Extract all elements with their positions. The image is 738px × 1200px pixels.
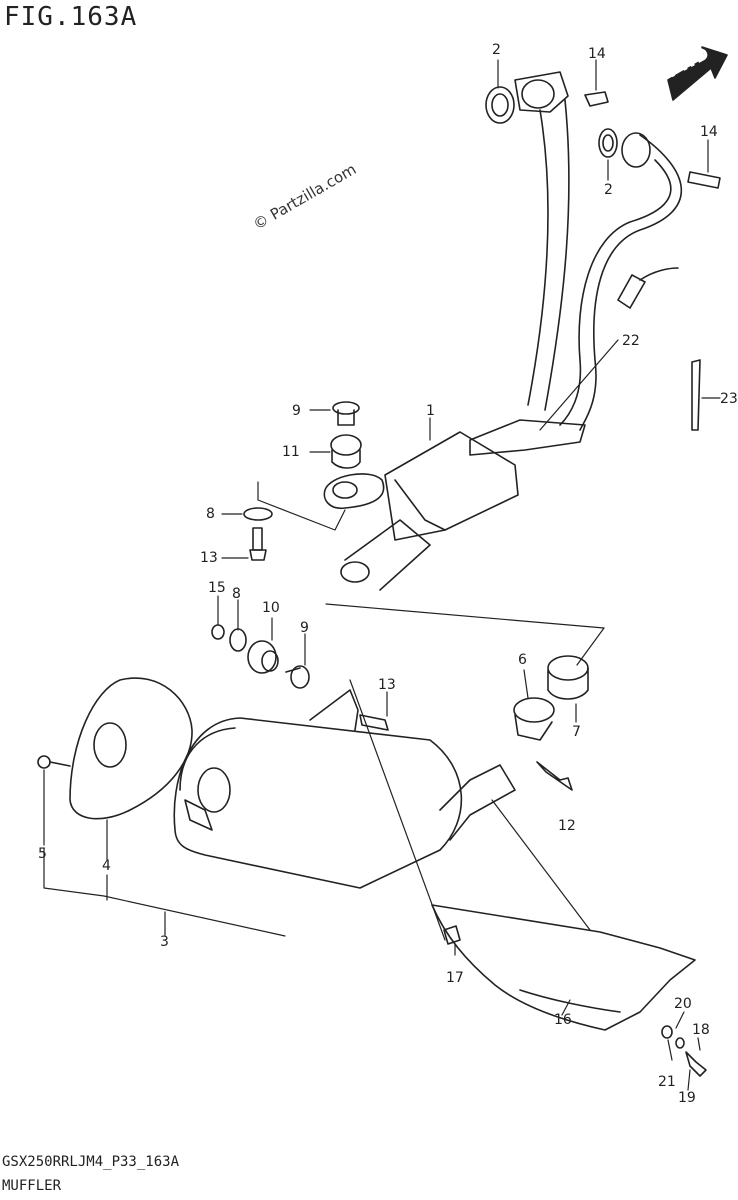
callout-part-2: 2 — [492, 42, 501, 58]
callout-part-3: 3 — [160, 934, 169, 950]
upper-mount-hardware — [243, 401, 362, 561]
callout-part-5: 5 — [38, 846, 47, 862]
callout-part-14: 14 — [588, 46, 606, 62]
callout-part-18: 18 — [692, 1022, 710, 1038]
clamp-and-gasket — [513, 655, 589, 741]
tie-strap-part-23 — [691, 359, 701, 431]
section-name: MUFFLER — [2, 1178, 62, 1194]
mid-mount-hardware — [211, 624, 310, 689]
callout-part-6: 6 — [518, 652, 527, 668]
small-hardware-parts — [443, 925, 707, 1077]
muffler-end-cap-part-4 — [69, 677, 193, 820]
gasket-part-2 — [485, 86, 618, 158]
callout-part-17: 17 — [446, 970, 464, 986]
oxygen-sensor-part-22 — [617, 267, 679, 309]
callout-part-7: 7 — [572, 724, 581, 740]
callout-part-22: 22 — [622, 333, 640, 349]
callout-part-16: 16 — [554, 1012, 572, 1028]
callout-part-15: 15 — [208, 580, 226, 596]
callout-part-2: 2 — [604, 182, 613, 198]
heat-shield-part-16 — [431, 904, 696, 1031]
callout-part-14: 14 — [700, 124, 718, 140]
callout-part-1: 1 — [426, 403, 435, 419]
callout-part-20: 20 — [674, 996, 692, 1012]
callout-part-19: 19 — [678, 1090, 696, 1106]
callout-part-11: 11 — [282, 444, 300, 460]
exhaust-pipe-part-1 — [323, 71, 683, 591]
callout-part-4: 4 — [102, 858, 111, 874]
callout-part-10: 10 — [262, 600, 280, 616]
forward-arrow-icon — [667, 46, 728, 101]
callout-part-12: 12 — [558, 818, 576, 834]
callout-part-13: 13 — [200, 550, 218, 566]
figure-title: FIG.163A — [4, 2, 138, 32]
callout-part-9: 9 — [300, 620, 309, 636]
bolt-part-14 — [584, 91, 721, 189]
callout-part-21: 21 — [658, 1074, 676, 1090]
bolt-part-13-lower — [359, 714, 389, 731]
screw-part-5 — [37, 755, 71, 769]
diagram-code: GSX250RRLJM4_P33_163A — [2, 1154, 180, 1170]
callout-part-8: 8 — [206, 506, 215, 522]
callout-part-8: 8 — [232, 586, 241, 602]
bolt-part-12 — [536, 761, 573, 791]
callout-part-23: 23 — [720, 391, 738, 407]
callout-part-13: 13 — [378, 677, 396, 693]
callout-part-9: 9 — [292, 403, 301, 419]
leader-lines — [43, 59, 721, 1091]
muffler-body-part-3 — [173, 689, 516, 889]
